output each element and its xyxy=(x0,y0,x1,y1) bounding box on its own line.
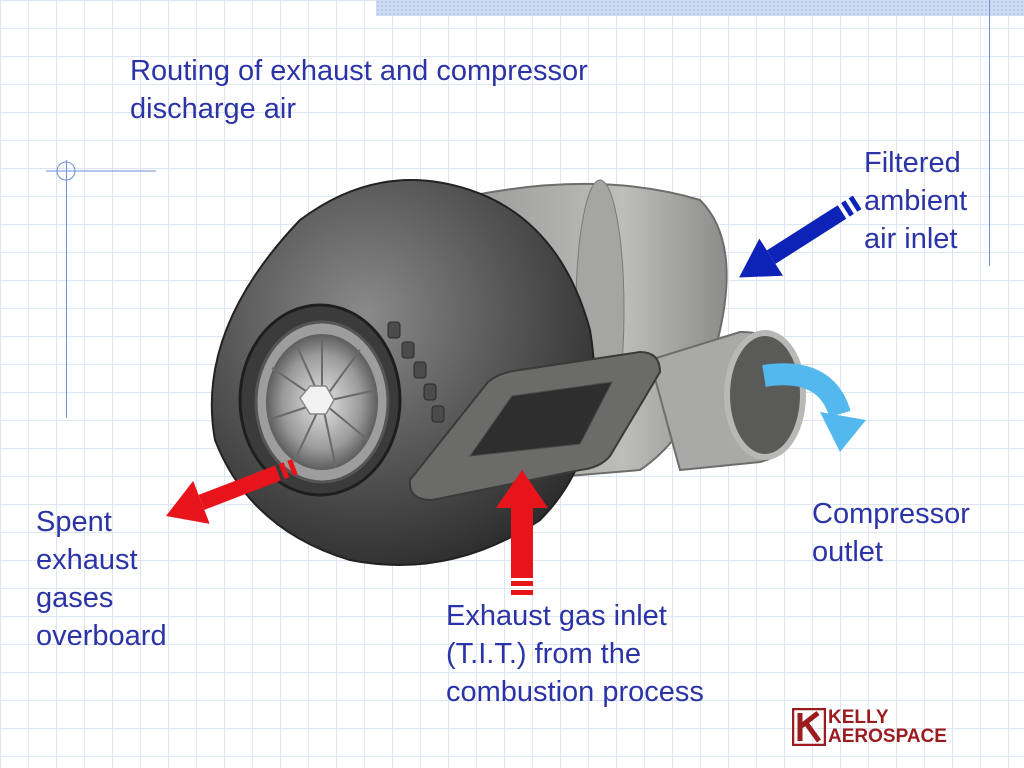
spent-exhaust-arrow xyxy=(165,459,298,524)
spent-exhaust-label: Spent exhaust gases overboard xyxy=(36,506,167,652)
kelly-aerospace-logo: KELLY AEROSPACE xyxy=(792,706,972,748)
outlet-pipe-opening xyxy=(724,330,806,460)
exhaust-inlet-arrow xyxy=(496,470,548,595)
left-vertical-rule xyxy=(66,160,67,418)
logo-mark-icon xyxy=(792,708,826,746)
compressor-outlet-arrow xyxy=(762,363,866,452)
compressor-outlet-label: Compressor outlet xyxy=(812,498,970,568)
flange-opening xyxy=(468,381,613,457)
header-band xyxy=(376,0,1024,16)
housing-emboss xyxy=(387,321,445,423)
exhaust-gas-inlet-label: Exhaust gas inlet (T.I.T.) from the comb… xyxy=(446,600,704,708)
slide-title: Routing of exhaust and compressor discha… xyxy=(130,55,588,125)
logo-line-2: AEROSPACE xyxy=(828,726,947,747)
crosshair-ornament xyxy=(46,161,156,181)
filtered-air-inlet-label: Filtered ambient air inlet xyxy=(864,147,968,255)
turbine-nut xyxy=(299,385,335,415)
right-vertical-rule xyxy=(989,0,990,266)
intake-arrow xyxy=(739,195,862,278)
logo-line-1: KELLY xyxy=(828,707,889,728)
